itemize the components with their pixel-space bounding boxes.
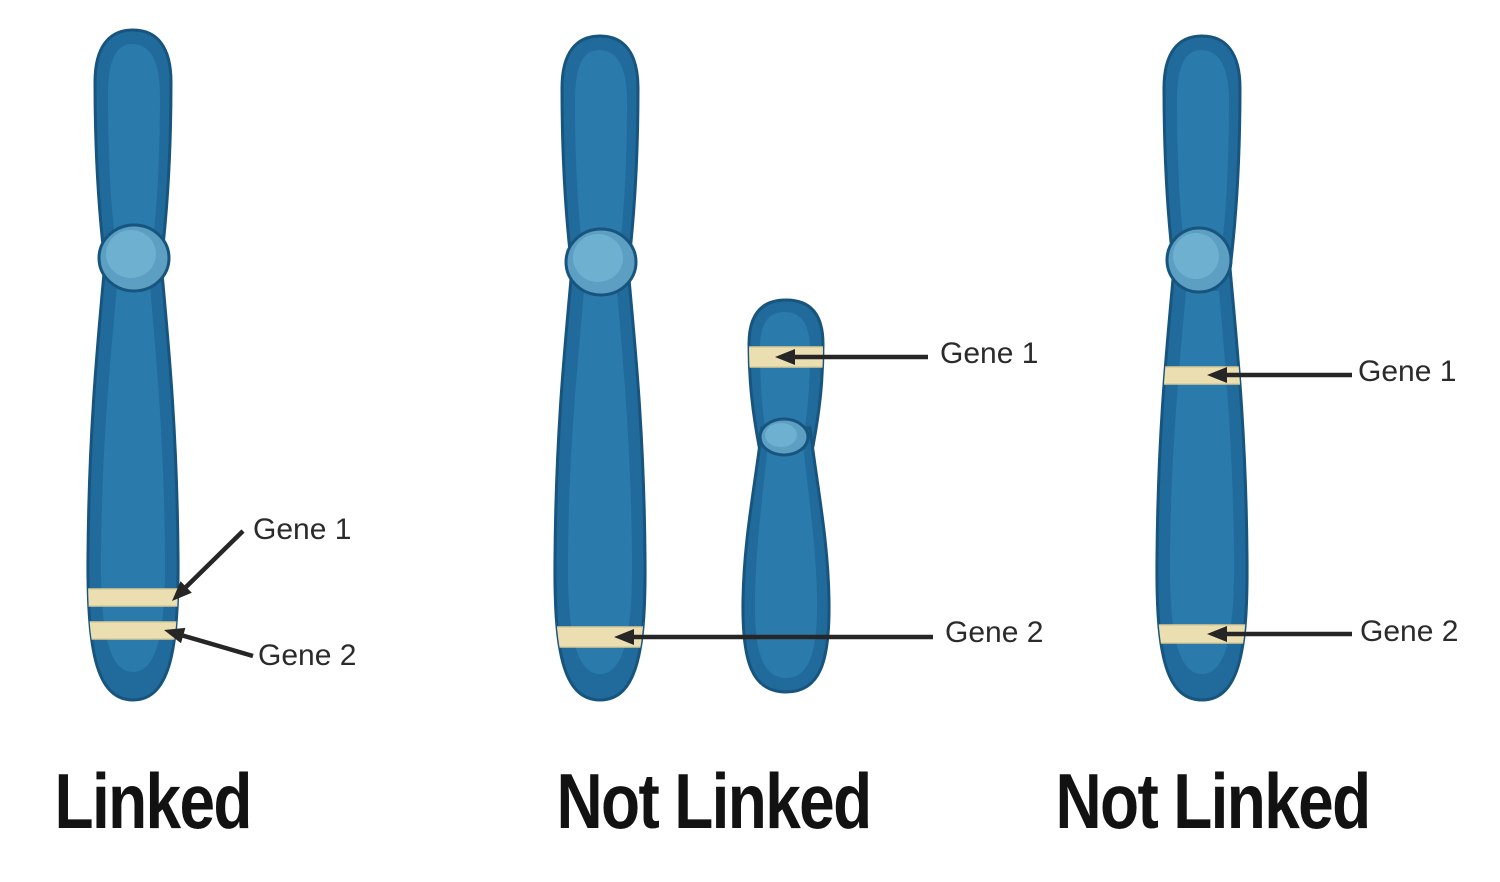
gene2-arrow-notlinked [614,629,933,645]
arm-highlight [100,285,166,672]
centromere-highlight [765,423,797,447]
gene2-arrow-notlinked-far [1207,626,1352,642]
panel-title-notlinked-far: Not Linked [962,762,1462,840]
gene2-band [87,621,179,640]
gene2-label-notlinked: Gene 2 [945,616,1044,649]
gene2-label-notlinked-far: Gene 2 [1360,615,1459,648]
arrowhead-icon [775,349,795,365]
arm-highlight [760,312,810,434]
chromosome-notlinked-short [741,298,831,694]
panel-title-text: Linked [54,757,253,845]
centromere-highlight [1173,233,1219,279]
gene1-label-linked: Gene 1 [253,513,352,546]
chromosome-notlinked-far [1155,34,1249,702]
arm-highlight [108,44,160,248]
arrowhead-icon [614,629,634,645]
gene1-arrow-linked [172,529,245,601]
chromosome-notlinked-tall [553,34,647,702]
panel-title-notlinked: Not Linked [463,762,963,840]
gene1-arrow-notlinked-far [1207,367,1352,383]
arrowhead-icon [1207,626,1227,642]
gene2-arrow-linked [164,627,254,659]
gene2-label-linked: Gene 2 [258,639,357,672]
chromosome-linked [86,28,180,702]
arm-highlight [1169,291,1235,674]
arm-highlight [754,444,818,678]
centromere-highlight [106,230,156,278]
arrowhead-icon [164,627,186,644]
panel-title-text: Not Linked [555,757,872,845]
panel-title-text: Not Linked [1054,757,1371,845]
annotation-arrows [164,349,1352,659]
gene1-label-notlinked-far: Gene 1 [1358,355,1457,388]
centromere-highlight [573,234,623,282]
gene1-arrow-notlinked [775,349,928,365]
arrowhead-icon [172,581,192,601]
panel-title-linked: Linked [0,762,403,840]
gene1-label-notlinked: Gene 1 [940,337,1039,370]
arm-highlight [575,50,627,254]
gene1-band [87,588,179,607]
arm-highlight [567,291,633,674]
arrowhead-icon [1207,367,1227,383]
arm-highlight [1177,50,1229,254]
gene2-band [554,626,646,648]
